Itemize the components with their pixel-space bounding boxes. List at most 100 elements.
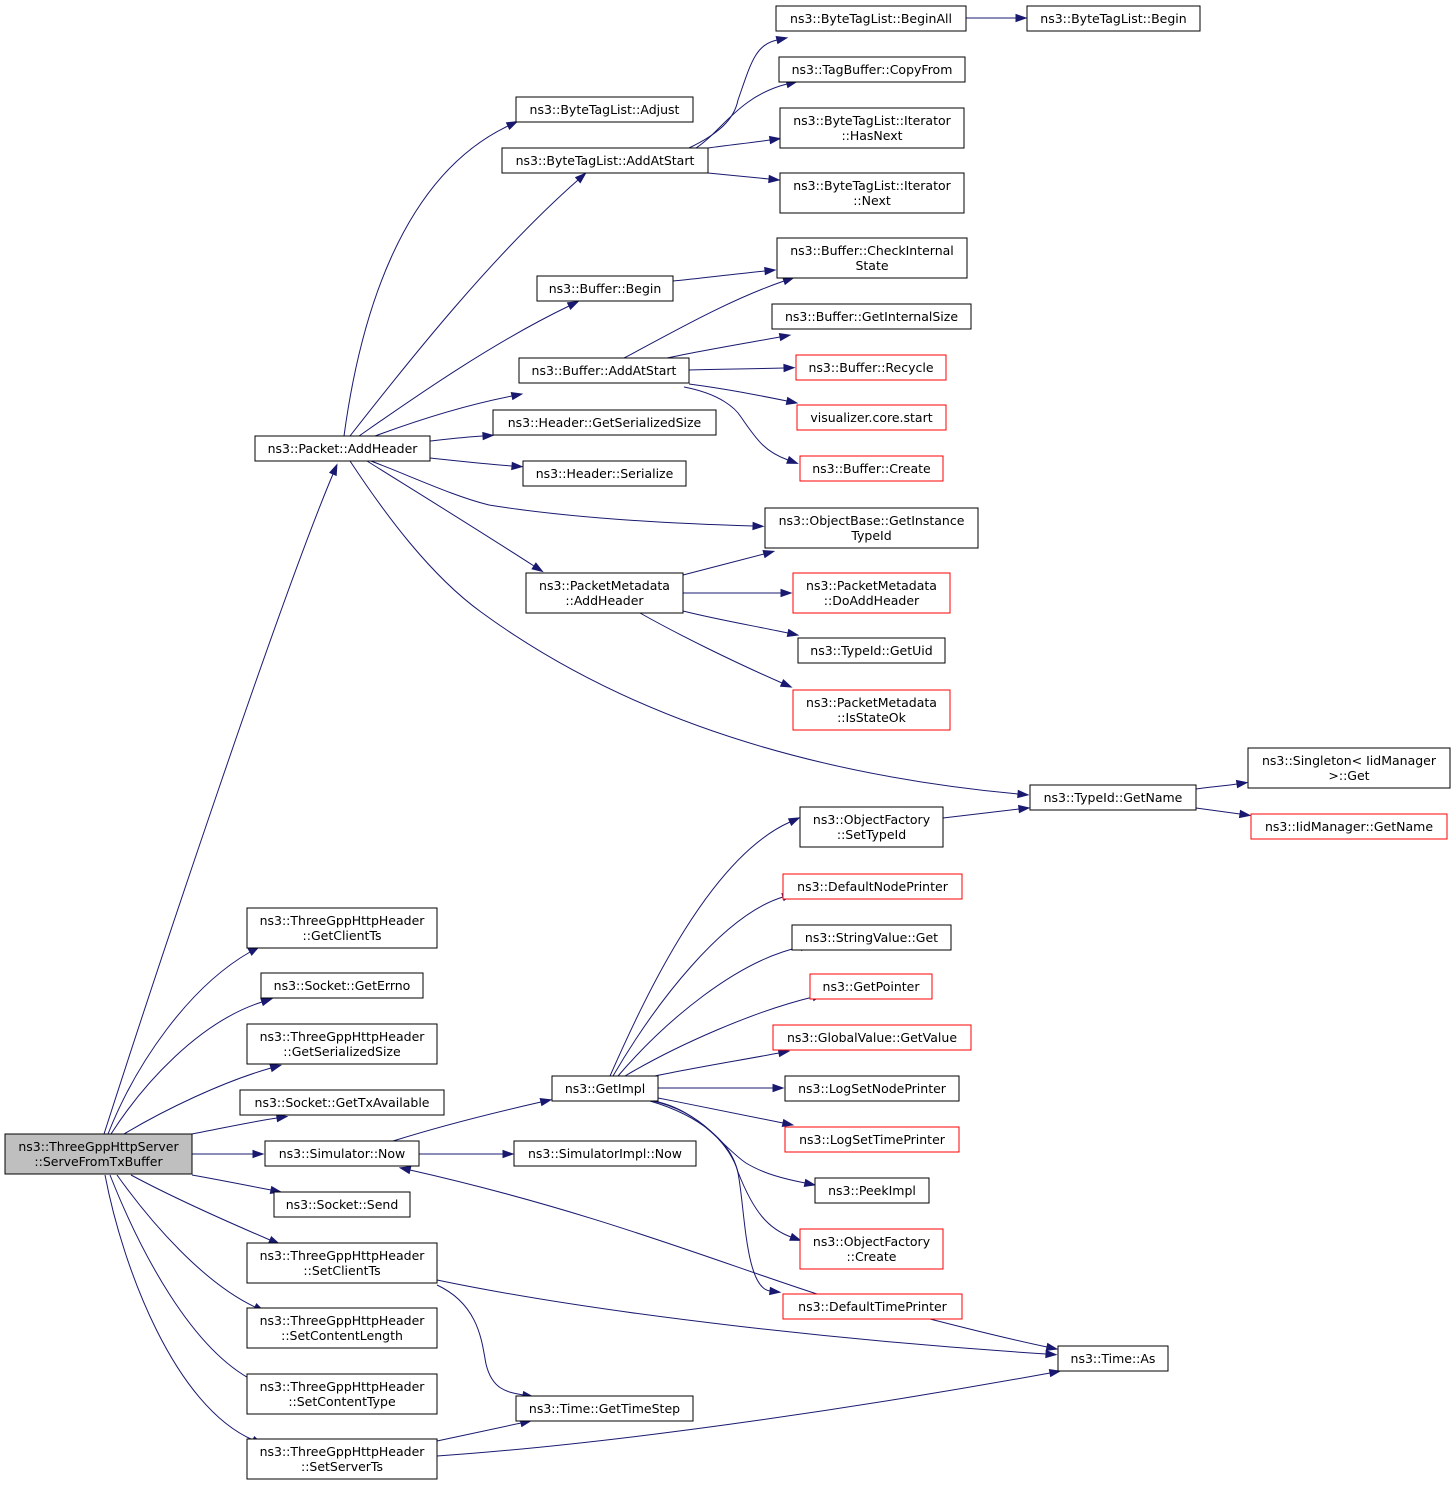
node-box — [764, 507, 979, 549]
arrowhead-icon — [786, 628, 800, 637]
node-log-set-time-printer[interactable]: ns3::LogSetTimePrinter — [784, 1126, 960, 1153]
node-label: State — [855, 258, 888, 273]
node-box — [1026, 5, 1201, 32]
edge-line — [429, 435, 484, 442]
edge-get-impl-to-string-value-get — [617, 943, 813, 1077]
node-buffer-create[interactable]: ns3::Buffer::Create — [799, 455, 944, 482]
node-get-impl[interactable]: ns3::GetImpl — [551, 1075, 659, 1102]
node-iterator-has-next[interactable]: ns3::ByteTagList::Iterator::HasNext — [779, 107, 965, 149]
node-label: ns3::Header::Serialize — [536, 466, 674, 481]
edge-line — [366, 460, 535, 567]
node-box — [254, 435, 431, 462]
node-is-state-ok[interactable]: ns3::PacketMetadata::IsStateOk — [792, 689, 951, 731]
node-type-id-get-name[interactable]: ns3::TypeId::GetName — [1029, 784, 1197, 811]
node-label: ::AddHeader — [565, 593, 644, 608]
node-label: ns3::ObjectFactory — [813, 812, 931, 827]
edge-get-impl-to-log-set-time-printer — [657, 1097, 795, 1127]
node-label: ::SetContentType — [288, 1394, 396, 1409]
node-byte-tag-list-add-at-start[interactable]: ns3::ByteTagList::AddAtStart — [501, 147, 709, 174]
node-iid-manager-get-name[interactable]: ns3::IidManager::GetName — [1250, 813, 1448, 840]
node-label: ns3::DefaultNodePrinter — [797, 879, 949, 894]
node-visualizer-core-start[interactable]: visualizer.core.start — [796, 404, 947, 431]
edge-default-time-printer-to-simulator-now — [398, 1166, 818, 1295]
node-label: ns3::ThreeGppHttpHeader — [260, 1444, 426, 1459]
node-singleton-get[interactable]: ns3::Singleton< IidManager >::Get — [1247, 747, 1451, 789]
node-box — [797, 637, 946, 664]
node-buffer-begin[interactable]: ns3::Buffer::Begin — [536, 275, 674, 302]
node-byte-tag-list-begin-all[interactable]: ns3::ByteTagList::BeginAll — [775, 5, 967, 32]
node-box — [782, 1293, 963, 1320]
node-tag-buffer-copy-from[interactable]: ns3::TagBuffer::CopyFrom — [778, 56, 966, 83]
node-set-client-ts[interactable]: ns3::ThreeGppHttpHeader::SetClientTs — [246, 1242, 438, 1284]
node-do-add-header[interactable]: ns3::PacketMetadata::DoAddHeader — [792, 572, 951, 614]
node-http-get-serialized-size[interactable]: ns3::ThreeGppHttpHeader::GetSerializedSi… — [246, 1023, 438, 1065]
node-global-value-get-value[interactable]: ns3::GlobalValue::GetValue — [772, 1024, 972, 1051]
arrowhead-icon — [275, 1113, 289, 1123]
node-packet-add-header[interactable]: ns3::Packet::AddHeader — [254, 435, 431, 462]
node-socket-get-tx-available[interactable]: ns3::Socket::GetTxAvailable — [239, 1089, 445, 1116]
node-set-server-ts[interactable]: ns3::ThreeGppHttpHeader::SetServerTs — [246, 1438, 438, 1480]
edge-line — [929, 1318, 1048, 1348]
node-header-serialize[interactable]: ns3::Header::Serialize — [522, 460, 687, 487]
arrowhead-icon — [1045, 1342, 1059, 1351]
node-object-factory-create[interactable]: ns3::ObjectFactory::Create — [799, 1228, 944, 1270]
edge-line — [612, 896, 784, 1077]
node-get-client-ts[interactable]: ns3::ThreeGppHttpHeader::GetClientTs — [246, 907, 438, 949]
node-socket-get-errno[interactable]: ns3::Socket::GetErrno — [260, 972, 424, 999]
node-label: ns3::Socket::GetTxAvailable — [255, 1095, 430, 1110]
edge-serve-from-tx-buffer-to-http-get-serialized-size — [123, 1064, 283, 1135]
node-box — [782, 873, 963, 900]
edge-packet-add-header-to-packet-metadata-add-header — [366, 460, 544, 573]
edge-buffer-add-at-start-to-visualizer-core-start — [688, 383, 799, 405]
node-box — [796, 404, 947, 431]
node-byte-tag-list-adjust[interactable]: ns3::ByteTagList::Adjust — [515, 96, 694, 123]
node-iterator-next[interactable]: ns3::ByteTagList::Iterator::Next — [779, 172, 965, 214]
node-set-content-length[interactable]: ns3::ThreeGppHttpHeader::SetContentLengt… — [246, 1307, 438, 1349]
edge-packet-add-header-to-buffer-begin — [358, 301, 580, 437]
node-label: ns3::DefaultTimePrinter — [798, 1299, 948, 1314]
node-get-pointer[interactable]: ns3::GetPointer — [809, 973, 933, 1000]
node-simulator-impl-now[interactable]: ns3::SimulatorImpl::Now — [513, 1140, 697, 1167]
edge-line — [688, 367, 785, 371]
node-buffer-get-internal-size[interactable]: ns3::Buffer::GetInternalSize — [771, 303, 972, 330]
node-label: ns3::Buffer::CheckInternal — [790, 243, 954, 258]
node-set-content-type[interactable]: ns3::ThreeGppHttpHeader::SetContentType — [246, 1373, 438, 1415]
node-buffer-recycle[interactable]: ns3::Buffer::Recycle — [795, 354, 947, 381]
node-box — [792, 689, 951, 731]
node-box — [799, 806, 944, 848]
node-time-as[interactable]: ns3::Time::As — [1057, 1345, 1169, 1372]
node-log-set-node-printer[interactable]: ns3::LogSetNodePrinter — [784, 1075, 960, 1102]
node-byte-tag-list-begin[interactable]: ns3::ByteTagList::Begin — [1026, 5, 1201, 32]
node-peek-impl[interactable]: ns3::PeekImpl — [814, 1177, 930, 1204]
edge-line — [109, 1174, 255, 1382]
node-packet-metadata-add-header[interactable]: ns3::PacketMetadata::AddHeader — [525, 572, 684, 614]
edge-line — [104, 1174, 254, 1441]
node-default-time-printer[interactable]: ns3::DefaultTimePrinter — [782, 1293, 963, 1320]
edge-line — [436, 1372, 1051, 1457]
node-default-node-printer[interactable]: ns3::DefaultNodePrinter — [782, 873, 963, 900]
node-time-get-time-step[interactable]: ns3::Time::GetTimeStep — [515, 1395, 694, 1422]
node-label: ns3::ByteTagList::Iterator — [793, 113, 951, 128]
node-label: ns3::Buffer::AddAtStart — [532, 363, 677, 378]
node-buffer-add-at-start[interactable]: ns3::Buffer::AddAtStart — [518, 357, 690, 384]
node-label: ns3::ThreeGppHttpHeader — [260, 913, 426, 928]
node-serve-from-tx-buffer[interactable]: ns3::ThreeGppHttpServer::ServeFromTxBuff… — [4, 1133, 193, 1175]
node-box — [779, 172, 965, 214]
edge-line — [683, 386, 789, 461]
node-header-get-serialized-size[interactable]: ns3::Header::GetSerializedSize — [492, 409, 717, 436]
node-simulator-now[interactable]: ns3::Simulator::Now — [264, 1140, 420, 1167]
node-type-id-get-uid[interactable]: ns3::TypeId::GetUid — [797, 637, 946, 664]
arrowhead-icon — [787, 817, 801, 827]
node-object-factory-set-type-id[interactable]: ns3::ObjectFactory::SetTypeId — [799, 806, 944, 848]
edge-line — [358, 305, 570, 437]
node-string-value-get[interactable]: ns3::StringValue::Get — [791, 924, 952, 951]
edge-get-impl-to-default-time-printer — [649, 1100, 782, 1296]
edge-simulator-now-to-get-impl — [392, 1098, 553, 1142]
node-box — [795, 354, 947, 381]
node-label: ns3::ThreeGppHttpServer — [18, 1139, 179, 1154]
node-socket-send[interactable]: ns3::Socket::Send — [273, 1191, 411, 1218]
edge-type-id-get-name-to-iid-manager-get-name — [1195, 807, 1252, 819]
node-label: ns3::TypeId::GetUid — [810, 643, 932, 658]
